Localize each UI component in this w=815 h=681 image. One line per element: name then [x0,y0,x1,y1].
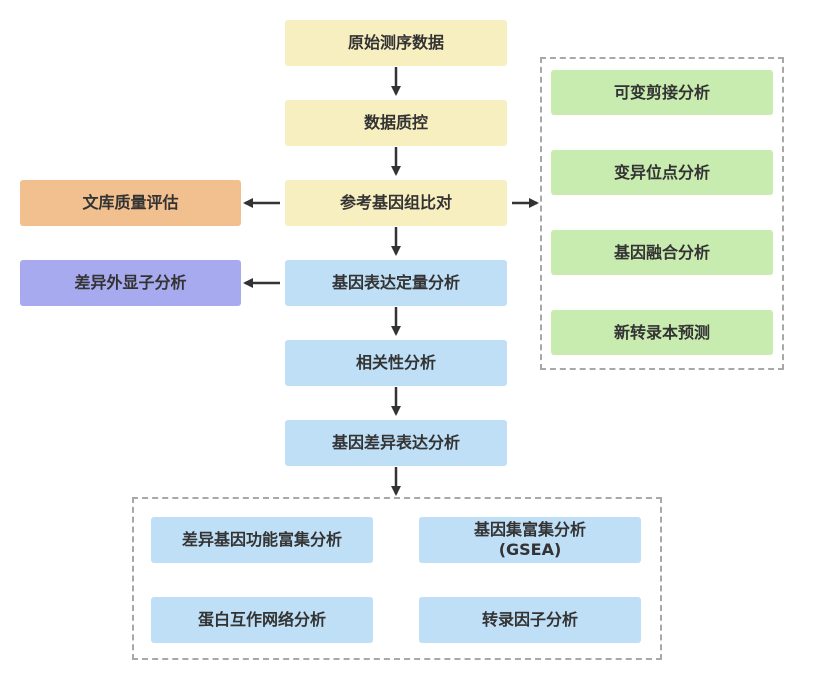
node-diff-expression: 基因差异表达分析 [285,420,507,466]
bottom-analysis-group [132,497,662,660]
node-raw-data-label: 原始测序数据 [347,33,444,52]
node-novel-transcript-label: 新转录本预测 [613,322,710,342]
node-go-enrichment-label: 差异基因功能富集分析 [181,530,342,549]
node-gsea-label-line1: 基因集富集分析 [473,520,586,539]
node-gene-fusion: 基因融合分析 [551,230,773,275]
node-gene-fusion-label: 基因融合分析 [613,242,710,262]
node-expression-quant: 基因表达定量分析 [285,260,507,306]
node-tf: 转录因子分析 [419,597,641,643]
node-correlation-label: 相关性分析 [355,353,436,372]
node-diff-expression-label: 基因差异表达分析 [331,433,460,452]
right-analysis-group [540,57,784,370]
node-library-qc-label: 文库质量评估 [82,193,179,212]
node-gsea-label-line2: (GSEA) [498,540,562,559]
node-library-qc: 文库质量评估 [20,180,241,226]
node-alt-splicing: 可变剪接分析 [551,70,773,115]
node-quality-control: 数据质控 [285,100,507,146]
node-alt-splicing-label: 可变剪接分析 [613,82,710,102]
node-raw-data: 原始测序数据 [285,20,507,66]
node-alignment: 参考基因组比对 [285,180,507,226]
node-variant-sites-label: 变异位点分析 [613,162,710,182]
node-variant-sites: 变异位点分析 [551,150,773,195]
node-quality-control-label: 数据质控 [363,113,428,132]
node-ppi: 蛋白互作网络分析 [151,597,373,643]
node-diff-exon: 差异外显子分析 [20,260,241,306]
node-alignment-label: 参考基因组比对 [339,193,452,212]
node-gsea: 基因集富集分析 (GSEA) [419,517,641,563]
node-novel-transcript: 新转录本预测 [551,310,773,355]
node-correlation: 相关性分析 [285,340,507,386]
node-tf-label: 转录因子分析 [481,610,578,629]
node-ppi-label: 蛋白互作网络分析 [197,610,326,629]
node-go-enrichment: 差异基因功能富集分析 [151,517,373,563]
node-expression-quant-label: 基因表达定量分析 [331,273,460,292]
node-diff-exon-label: 差异外显子分析 [74,273,187,292]
